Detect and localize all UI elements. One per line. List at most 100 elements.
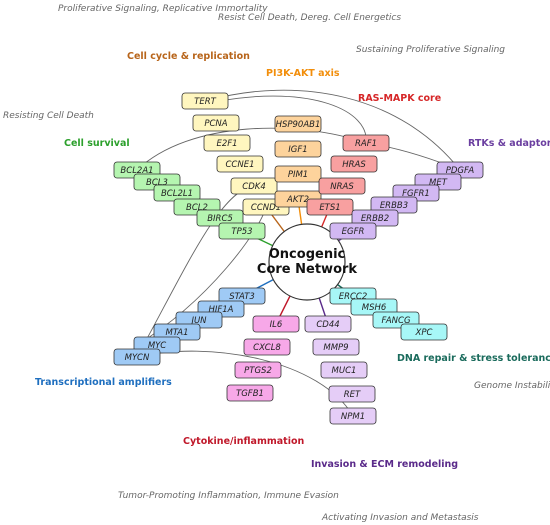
gene-node-mta1: MTA1 xyxy=(153,323,201,341)
gene-box xyxy=(230,177,278,195)
gene-box xyxy=(320,361,368,379)
gene-label: CXCL8 xyxy=(253,343,281,353)
hallmark-label: Genome Instability xyxy=(474,381,550,391)
gene-label: CDK4 xyxy=(242,182,265,192)
gene-box xyxy=(304,315,352,333)
gene-label: ERBB2 xyxy=(361,214,389,224)
gene-node-cdk4: CDK4 xyxy=(230,177,278,195)
gene-node-ptgs2: PTGS2 xyxy=(234,361,282,379)
gene-node-igf1: IGF1 xyxy=(274,140,322,158)
gene-label: ETS1 xyxy=(319,203,340,213)
gene-box xyxy=(216,155,264,173)
hallmark-label: Proliferative Signaling, Replicative Imm… xyxy=(58,4,268,14)
gene-node-muc1: MUC1 xyxy=(320,361,368,379)
gene-label: TP53 xyxy=(231,227,252,237)
gene-label: IGF1 xyxy=(288,145,307,155)
cluster-label-rtk: RTKs & adaptors xyxy=(468,138,550,149)
gene-node-nras: NRAS xyxy=(318,177,366,195)
gene-label: PDGFA xyxy=(446,166,475,176)
gene-node-tert: TERT xyxy=(181,92,229,110)
gene-label: MMP9 xyxy=(323,343,348,353)
cluster-label-cell-cycle: Cell cycle & replication xyxy=(127,51,250,62)
gene-node-tp53: TP53 xyxy=(218,222,266,240)
gene-label: CCND1 xyxy=(251,203,281,213)
gene-label: NPM1 xyxy=(341,412,365,422)
gene-node-cxcl8: CXCL8 xyxy=(243,338,291,356)
gene-label: HIF1A xyxy=(208,305,233,315)
gene-label: NRAS xyxy=(330,182,354,192)
gene-box xyxy=(400,323,448,341)
gene-box xyxy=(252,315,300,333)
center-label-line1: Oncogenic xyxy=(269,247,345,262)
gene-label: RAF1 xyxy=(355,139,377,149)
gene-label: TERT xyxy=(194,97,216,107)
gene-label: HSP90AB1 xyxy=(276,120,321,130)
gene-label: MTA1 xyxy=(166,328,189,338)
gene-node-hsp90ab1: HSP90AB1 xyxy=(274,115,322,133)
gene-box xyxy=(329,222,377,240)
center-hub: Oncogenic Core Network xyxy=(257,223,357,301)
gene-label: MSH6 xyxy=(362,303,387,313)
gene-box xyxy=(234,361,282,379)
gene-box xyxy=(203,134,251,152)
gene-node-ets1: ETS1 xyxy=(306,198,354,216)
gene-node-birc5: BIRC5 xyxy=(196,209,244,227)
gene-node-stat3: STAT3 xyxy=(218,287,266,305)
gene-label: AKT2 xyxy=(286,195,309,205)
gene-box xyxy=(192,114,240,132)
gene-label: RET xyxy=(344,390,361,400)
gene-box xyxy=(342,134,390,152)
gene-box xyxy=(328,385,376,403)
gene-node-tgfb1: TGFB1 xyxy=(226,384,274,402)
gene-node-erbb2: ERBB2 xyxy=(351,209,399,227)
gene-box xyxy=(243,338,291,356)
gene-label: BCL2L1 xyxy=(161,189,193,199)
gene-label: FGFR1 xyxy=(402,189,430,199)
gene-label: BCL3 xyxy=(146,178,168,188)
gene-label: CD44 xyxy=(316,320,339,330)
hallmark-label: Activating Invasion and Metastasis xyxy=(321,513,479,523)
gene-box xyxy=(318,177,366,195)
gene-node-egfr: EGFR xyxy=(329,222,377,240)
gene-label: E2F1 xyxy=(216,139,237,149)
gene-node-ret: RET xyxy=(328,385,376,403)
gene-label: FANCG xyxy=(381,316,410,326)
gene-node-raf1: RAF1 xyxy=(342,134,390,152)
cluster-label-cytokine: Cytokine/inflammation xyxy=(183,436,304,447)
gene-label: EGFR xyxy=(342,227,365,237)
gene-box xyxy=(226,384,274,402)
gene-node-pcna: PCNA xyxy=(192,114,240,132)
gene-node-il6: IL6 xyxy=(252,315,300,333)
gene-label: CCNE1 xyxy=(225,160,254,170)
cross-cluster-edge xyxy=(219,95,367,144)
cluster-label-invasion: Invasion & ECM remodeling xyxy=(311,459,458,470)
gene-node-cd44: CD44 xyxy=(304,315,352,333)
gene-node-mmp9: MMP9 xyxy=(312,338,360,356)
gene-label: ERCC2 xyxy=(339,292,368,302)
cluster-label-survival: Cell survival xyxy=(64,138,130,149)
gene-node-hras: HRAS xyxy=(330,155,378,173)
gene-box xyxy=(329,407,377,425)
cluster-label-dna-repair: DNA repair & stress tolerance xyxy=(397,353,550,364)
gene-label: BIRC5 xyxy=(207,214,233,224)
center-circle xyxy=(268,223,346,301)
gene-label: MUC1 xyxy=(332,366,357,376)
cluster-label-ras-mapk: RAS-MAPK core xyxy=(358,93,441,104)
center-label-line2: Core Network xyxy=(257,262,357,277)
gene-label: TGFB1 xyxy=(236,389,264,399)
cluster-label-transcription: Transcriptional amplifiers xyxy=(35,377,172,388)
gene-node-e2f1: E2F1 xyxy=(203,134,251,152)
gene-label: IL6 xyxy=(270,320,283,330)
gene-box xyxy=(181,92,229,110)
gene-label: MET xyxy=(429,178,448,188)
gene-node-xpc: XPC xyxy=(400,323,448,341)
gene-node-bcl2l1: BCL2L1 xyxy=(153,184,201,202)
cross-cluster-edge xyxy=(204,89,461,171)
gene-label: JUN xyxy=(189,316,207,326)
gene-label: BCL2 xyxy=(186,203,208,213)
gene-box xyxy=(274,140,322,158)
gene-label: MYC xyxy=(148,341,166,351)
hallmark-label: Tumor-Promoting Inflammation, Immune Eva… xyxy=(118,491,339,501)
